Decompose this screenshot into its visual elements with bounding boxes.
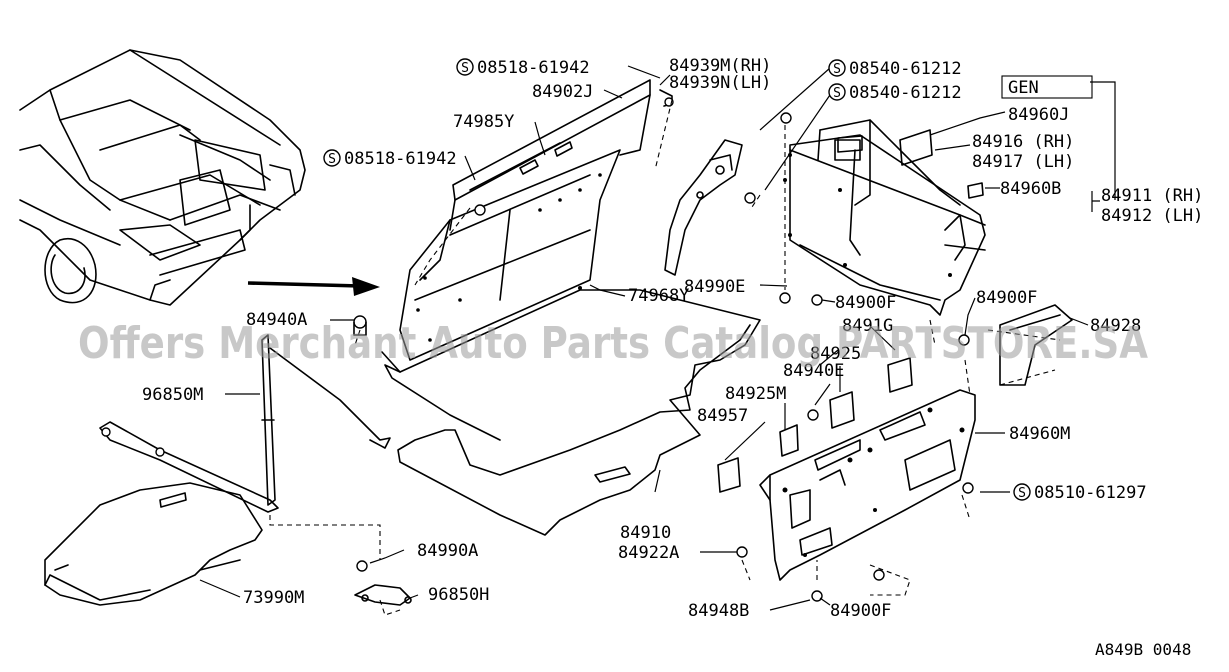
label-84939N: 84939N(LH) — [669, 73, 771, 93]
label-08518-61942-top: 08518-61942 — [477, 58, 590, 78]
support-rod — [99, 421, 279, 513]
screw-s-3: S — [833, 62, 841, 77]
label-84940A: 84940A — [246, 310, 307, 330]
screw-s-1: S — [461, 61, 469, 76]
screw-symbol-letters: S S S S S — [328, 61, 1026, 501]
diagram-reference-code: A849B 0048 — [1095, 640, 1191, 659]
label-96850H: 96850H — [428, 585, 489, 605]
seat-back-panel — [449, 79, 651, 231]
label-84916: 84916 (RH) — [972, 132, 1074, 152]
label-74985Y: 74985Y — [453, 112, 514, 132]
label-84911: 84911 (RH) — [1101, 186, 1203, 206]
trunk-side-frame — [789, 119, 986, 316]
label-84917: 84917 (LH) — [972, 152, 1074, 172]
bracket-96850H — [354, 584, 412, 606]
label-08540-61212-a: 08540-61212 — [849, 59, 962, 79]
label-84960B: 84960B — [1000, 179, 1061, 199]
label-8491G: 8491G — [842, 316, 893, 336]
label-84940E: 84940E — [783, 361, 844, 381]
label-84922A: 84922A — [618, 543, 679, 563]
tab-8491G — [887, 357, 913, 393]
screw-symbols — [323, 58, 1031, 501]
trunk-floor-board — [381, 289, 761, 536]
label-84960J: 84960J — [1008, 105, 1069, 125]
gen-box — [1001, 75, 1093, 99]
label-84957: 84957 — [697, 406, 748, 426]
trunk-end-finisher — [759, 389, 976, 581]
watermark-text: Offers Merchant Auto Parts Catalog PARTS… — [78, 318, 1148, 369]
label-84912: 84912 (LH) — [1101, 206, 1203, 226]
label-84960M: 84960M — [1009, 424, 1070, 444]
screw-symbol-icon — [1013, 483, 1031, 501]
spare-tire-cover-73990M — [44, 482, 263, 606]
label-84910: 84910 — [620, 523, 671, 543]
pad-84916 — [899, 129, 933, 166]
jack-rod-96850M — [261, 334, 391, 506]
label-84900F-a: 84900F — [835, 293, 896, 313]
screw-symbol-icon — [828, 59, 846, 77]
dashed-assembly-lines — [269, 99, 1061, 616]
screw-s-5: S — [1018, 486, 1026, 501]
part-labels: 08518-61942 84902J 74985Y 08518-61942 84… — [142, 56, 1203, 659]
label-84948B: 84948B — [688, 601, 749, 621]
label-84990A: 84990A — [417, 541, 478, 561]
finisher-holes — [782, 407, 965, 557]
label-84928: 84928 — [1090, 316, 1141, 336]
label-84939M: 84939M(RH) — [669, 56, 771, 76]
label-84902J: 84902J — [532, 82, 593, 102]
label-08518-61942-mid: 08518-61942 — [344, 149, 457, 169]
rear-floor-panel — [399, 149, 621, 361]
clip-84940A — [353, 315, 367, 336]
screw-symbol-icon — [456, 58, 474, 76]
label-84925M: 84925M — [725, 384, 786, 404]
label-74968Y: 74968Y — [628, 286, 689, 306]
pad-84960B — [967, 182, 984, 199]
fasteners — [474, 112, 974, 602]
screw-symbol-icon — [323, 149, 341, 167]
label-84900F-c: 84900F — [830, 601, 891, 621]
pointer-arrow — [247, 277, 380, 296]
label-84900F-b: 84900F — [976, 288, 1037, 308]
label-08510-61297: 08510-61297 — [1034, 483, 1147, 503]
tab-84957 — [717, 457, 741, 493]
clip-84960J — [837, 135, 863, 153]
tab-84925M — [779, 424, 799, 457]
label-73990M: 73990M — [243, 588, 304, 608]
frame-holes — [783, 153, 952, 277]
screw-symbol-icon — [828, 83, 846, 101]
label-96850M: 96850M — [142, 385, 203, 405]
car-trunk-illustration — [19, 49, 306, 306]
side-bracket — [664, 139, 743, 276]
tab-84925 — [829, 391, 855, 429]
screw-s-2: S — [328, 152, 336, 167]
leader-lines — [199, 65, 1116, 611]
clip-84990A — [356, 560, 368, 572]
label-84925: 84925 — [810, 344, 861, 364]
screw-s-4: S — [833, 86, 841, 101]
label-84990E: 84990E — [684, 277, 745, 297]
label-08540-61212-b: 08540-61212 — [849, 83, 962, 103]
label-gen: GEN — [1008, 78, 1039, 98]
panel-holes — [416, 173, 602, 342]
